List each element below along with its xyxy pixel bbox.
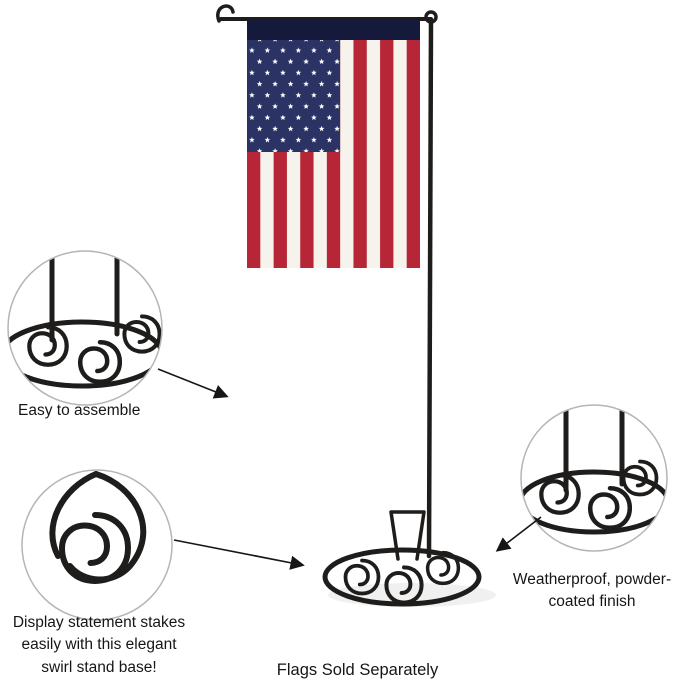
arrow-to-base-1 (157, 368, 229, 399)
caption-easy-assemble: Easy to assemble (18, 402, 141, 419)
arrow-to-base-2 (173, 539, 305, 570)
caption-weatherproof: Weatherproof, powder-coated finish (512, 571, 672, 611)
callout-weatherproof (495, 404, 668, 552)
callout-assemble (7, 250, 229, 406)
stand-base (322, 510, 482, 607)
flag-pole (216, 4, 438, 559)
callout-assemble-detail-icon (8, 251, 162, 389)
flags-sold-separately-note: Flags Sold Separately (276, 661, 439, 679)
flag-sleeve (247, 20, 420, 40)
callout-weatherproof-detail-icon (521, 405, 667, 535)
callout-circle-weatherproof (520, 404, 668, 552)
pole-support-fork (389, 510, 426, 561)
caption-swirl-base: Display statement stakes easily with thi… (12, 614, 186, 676)
callout-circle-assemble (7, 250, 163, 406)
arrow-to-base-3 (495, 516, 542, 552)
callout-swirl (21, 469, 305, 621)
callout-circle-swirl (21, 469, 173, 621)
american-flag-graphic (247, 20, 420, 268)
hanger-hook-icon (216, 4, 235, 23)
callout-swirl-detail-icon (49, 471, 147, 581)
flag-stars (247, 40, 341, 152)
